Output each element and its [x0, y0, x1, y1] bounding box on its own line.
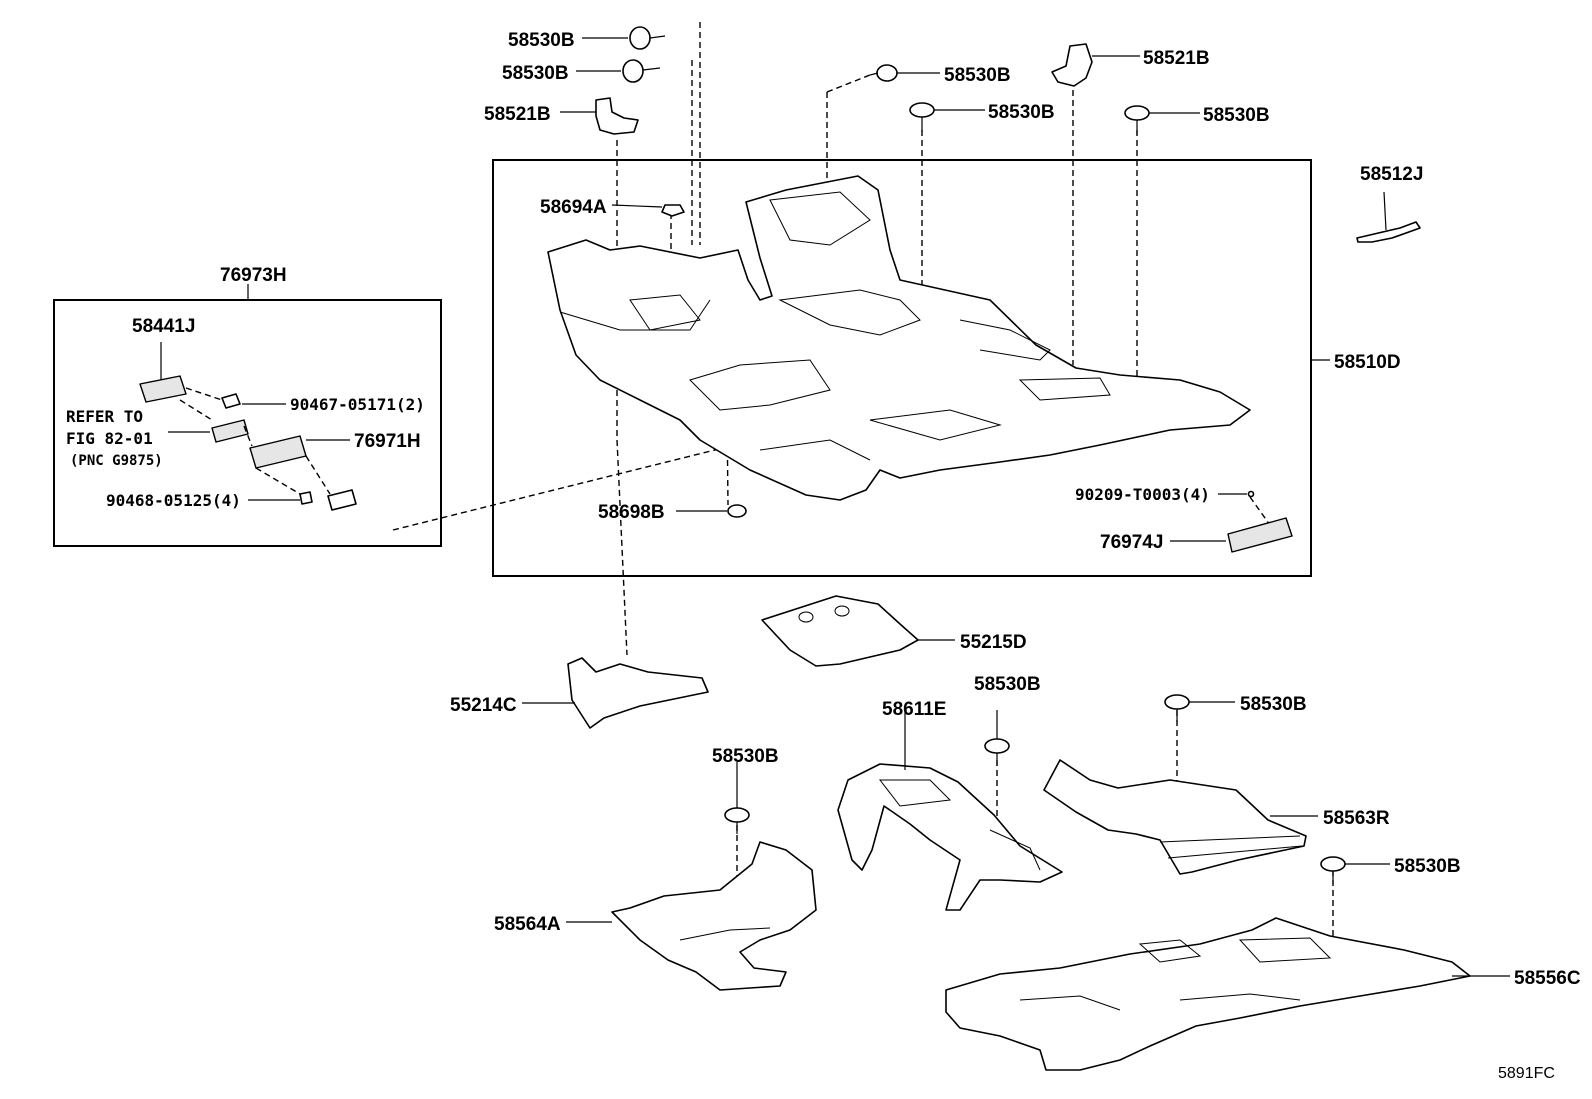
kit-box-label: 76973H [220, 265, 287, 286]
callout-76974j: 76974J [1100, 532, 1163, 553]
part-58563r [1043, 759, 1318, 875]
refer-note-line1: REFER TO [66, 407, 143, 426]
clip-58530b-1 [629, 26, 666, 50]
callout-58530b-1: 58530B [508, 30, 575, 51]
ref-part-g9875 [168, 419, 249, 443]
duct-76974j [1170, 517, 1293, 553]
clip-58530b-2 [622, 59, 661, 83]
duct-76971h [249, 435, 350, 469]
clip-58530b-5 [1124, 105, 1150, 135]
clip-58530b-7 [724, 762, 750, 834]
pad-kit [327, 489, 357, 511]
refer-note-line3: (PNC G9875) [70, 453, 163, 469]
figure-id: 5891FC [1498, 1065, 1555, 1082]
callout-58563r: 58563R [1323, 808, 1390, 829]
part-58564a [566, 841, 817, 991]
clip-58530b-3 [869, 64, 898, 82]
callout-58556c: 58556C [1514, 968, 1581, 989]
clip-58530b-9 [1320, 856, 1390, 884]
callout-58530b-9: 58530B [1394, 856, 1461, 877]
clip-58530b-4 [909, 102, 935, 132]
callout-58530b-8: 58530B [1240, 694, 1307, 715]
clip-58530b-6 [984, 710, 1010, 766]
screw-90468 [248, 491, 313, 505]
clip-58694a [611, 204, 685, 217]
part-58611e [837, 712, 1063, 911]
callout-55214c: 55214C [450, 695, 517, 716]
screw-90209 [1218, 490, 1255, 498]
callout-58530b-4: 58530B [988, 102, 1055, 123]
grommet-58698b [676, 504, 747, 518]
callout-58698b: 58698B [598, 502, 665, 523]
callout-58521b-left: 58521B [484, 104, 551, 125]
callout-90467: 90467-05171(2) [290, 395, 425, 414]
callout-58530b-7: 58530B [712, 746, 779, 767]
upper-leaders [560, 37, 1330, 361]
callout-58530b-2: 58530B [502, 63, 569, 84]
callout-58611e: 58611E [882, 699, 946, 720]
callout-58530b-5: 58530B [1203, 105, 1270, 126]
bracket-58521b-right [1051, 43, 1093, 87]
cover-58441j [139, 342, 187, 403]
callout-55215d: 55215D [960, 632, 1027, 653]
part-55214c [522, 657, 709, 729]
strip-58512j [1356, 191, 1421, 243]
callout-58512j: 58512J [1360, 164, 1423, 185]
callout-58530b-6: 58530B [974, 674, 1041, 695]
kit-dash-links [179, 387, 331, 495]
clip-90467 [221, 393, 286, 409]
callout-58694a: 58694A [540, 197, 607, 218]
main-floor-carpet [547, 175, 1251, 501]
clip-58530b-8 [1164, 694, 1235, 722]
callout-labels: 58530B 58530B 58521B 58530B 58521B 58530… [66, 30, 1581, 1082]
callout-90468: 90468-05125(4) [106, 491, 241, 510]
part-58556c [945, 917, 1510, 1071]
refer-note-line2: FIG 82-01 [66, 429, 153, 448]
callout-58564a: 58564A [494, 914, 561, 935]
callout-58441j: 58441J [132, 316, 195, 337]
callout-58510d: 58510D [1334, 352, 1401, 373]
callout-58521b-right: 58521B [1143, 48, 1210, 69]
callout-76971h: 76971H [354, 431, 421, 452]
part-55215d [761, 595, 955, 667]
bracket-58521b-left [595, 97, 639, 135]
callout-90209: 90209-T0003(4) [1075, 485, 1210, 504]
main-carpet-frame [492, 159, 1312, 577]
callout-58530b-3: 58530B [944, 65, 1011, 86]
